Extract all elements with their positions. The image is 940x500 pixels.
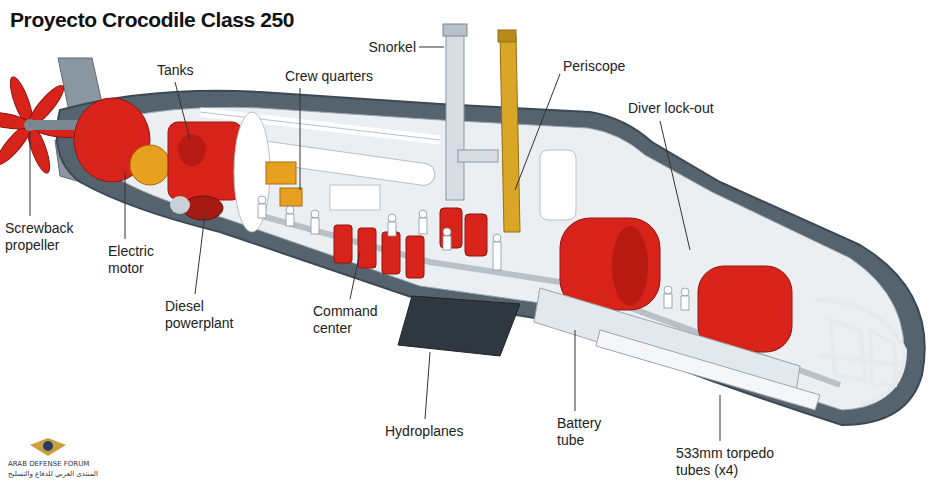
part-label: Tanks — [157, 62, 194, 79]
part-label: Crew quarters — [285, 68, 373, 85]
watermark: ARAB DEFENSE FORUM — [8, 460, 89, 469]
part-label: Command center — [313, 303, 385, 337]
part-label: Battery tube — [557, 415, 613, 449]
part-label: 533mm torpedo tubes (x4) — [676, 445, 788, 479]
part-label: Periscope — [563, 58, 625, 75]
part-label: Snorkel — [310, 39, 416, 56]
part-label: Electric motor — [108, 243, 170, 277]
part-label: Screwback propeller — [5, 220, 83, 254]
part-label: Diver lock-out — [628, 100, 714, 117]
watermark: المنتدى العربي للدفاع والتسليح — [8, 470, 98, 479]
part-label: Hydroplanes — [385, 423, 464, 440]
title: Proyecto Crocodile Class 250 — [10, 8, 294, 32]
part-label: Diesel powerplant — [165, 298, 247, 332]
